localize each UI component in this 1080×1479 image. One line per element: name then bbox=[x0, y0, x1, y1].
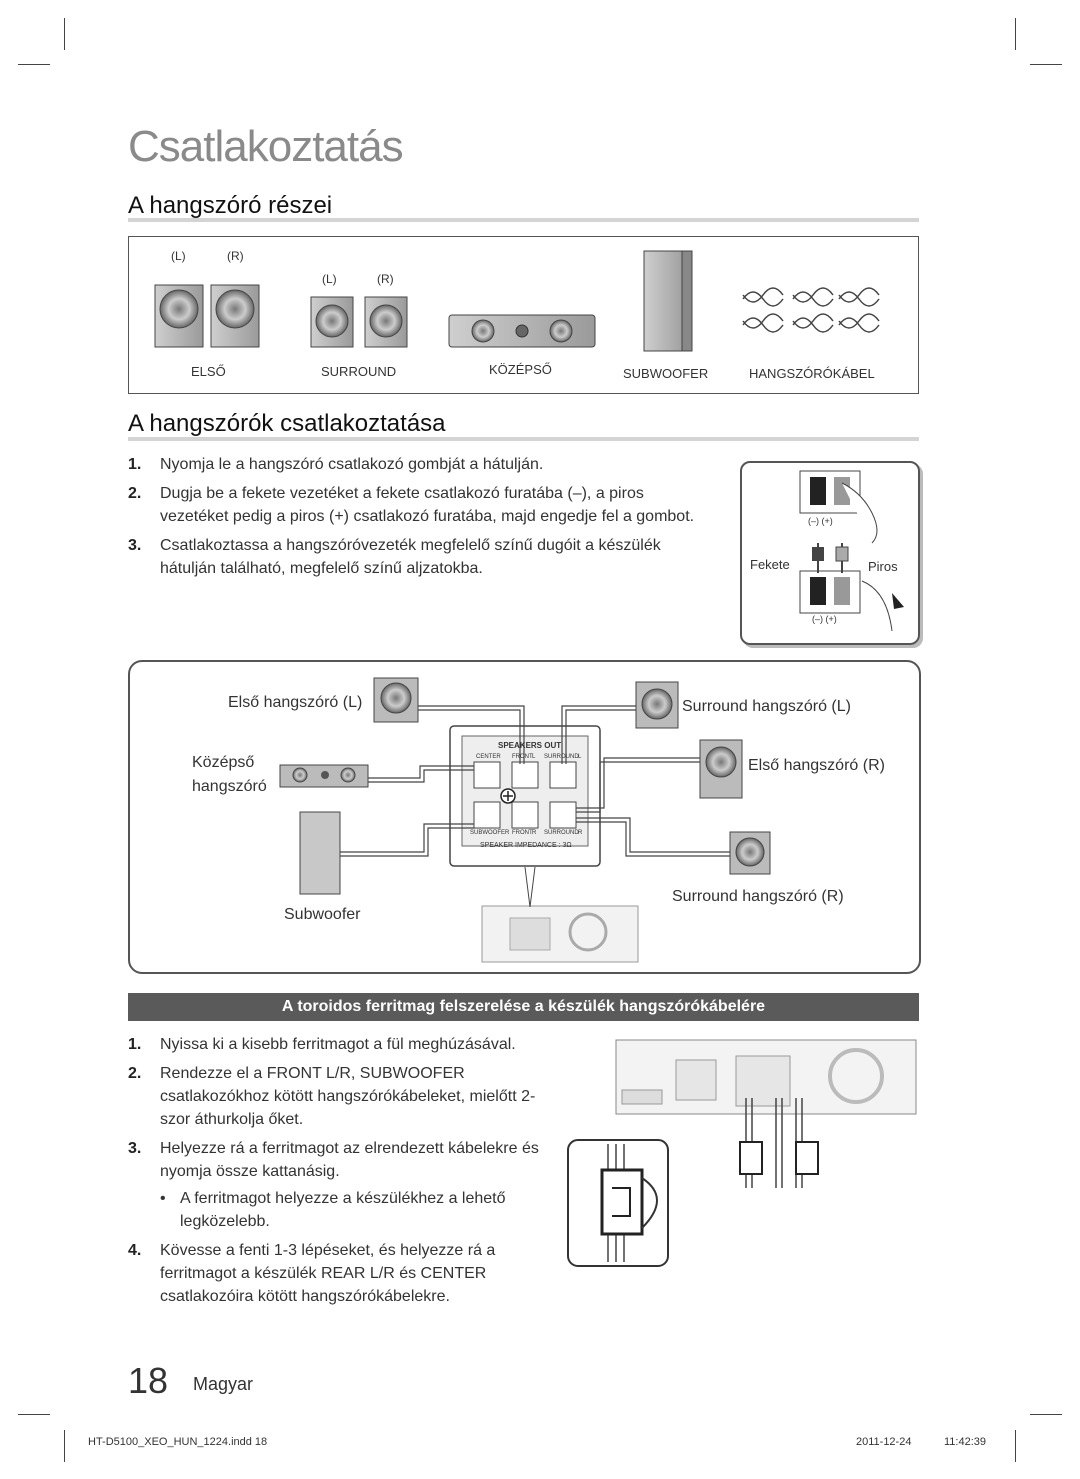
panel-surround-r: SURROUND bbox=[544, 830, 579, 836]
label-surround-r: Surround hangszóró (R) bbox=[672, 888, 844, 905]
panel-front-l: FRONT bbox=[512, 754, 533, 760]
footer-file: HT-D5100_XEO_HUN_1224.indd 18 bbox=[88, 1436, 268, 1448]
speaker-parts-illustration bbox=[154, 250, 880, 352]
center-speaker bbox=[448, 314, 596, 348]
crop-mark bbox=[1030, 1414, 1062, 1415]
label-red: Piros bbox=[868, 559, 898, 574]
section-heading-connect: A hangszórók csatlakoztatása bbox=[128, 410, 446, 437]
panel-surround-l-side: L bbox=[578, 754, 582, 760]
crop-mark bbox=[18, 1414, 50, 1415]
label-front-l: Első hangszóró (L) bbox=[228, 694, 363, 711]
crop-mark bbox=[1030, 64, 1062, 65]
crop-mark bbox=[18, 64, 50, 65]
section-heading-parts: A hangszóró részei bbox=[128, 192, 333, 219]
subwoofer bbox=[643, 250, 693, 352]
label-center-1: Középső bbox=[192, 754, 255, 771]
label-surround: SURROUND bbox=[321, 364, 397, 379]
label-surround-l: Surround hangszóró (L) bbox=[682, 698, 851, 715]
page-number: 18 bbox=[128, 1360, 169, 1401]
surround-speakers bbox=[310, 296, 408, 348]
crop-mark bbox=[1015, 1430, 1016, 1462]
front-l-mark: (L) bbox=[171, 249, 186, 263]
label-subwoofer: Subwoofer bbox=[284, 906, 361, 923]
ferrite-heading: A toroidos ferritmag felszerelése a kész… bbox=[128, 993, 919, 1021]
section-rule bbox=[128, 437, 919, 441]
speaker-parts-box: (L) (R) (L) (R) ELSŐ SURROUND KÖZÉPSŐ SU… bbox=[128, 236, 919, 394]
crop-mark bbox=[64, 18, 65, 50]
label-front: ELSŐ bbox=[191, 364, 226, 379]
surround-r-mark: (R) bbox=[377, 272, 394, 286]
label-center: KÖZÉPSŐ bbox=[489, 362, 552, 377]
step-item: 2.Dugja be a fekete vezetéket a fekete c… bbox=[128, 485, 695, 525]
speaker-cables bbox=[742, 287, 880, 333]
step-item: 3.Helyezze rá a ferritmagot az elrendeze… bbox=[128, 1137, 558, 1233]
panel-surround-l: SURROUND bbox=[544, 754, 579, 760]
crop-mark bbox=[64, 1430, 65, 1462]
step-item: 2.Rendezze el a FRONT L/R, SUBWOOFER csa… bbox=[128, 1065, 536, 1128]
panel-front-l-side: L bbox=[532, 754, 536, 760]
panel-front-r-side: R bbox=[532, 830, 537, 836]
panel-impedance: SPEAKER IMPEDANCE : 3Ω bbox=[480, 842, 572, 849]
footer-date: 2011-12-24 bbox=[856, 1436, 912, 1448]
label-front-r: Első hangszóró (R) bbox=[748, 757, 885, 774]
footer-time: 11:42:39 bbox=[944, 1436, 987, 1448]
wiring-diagram: Első hangszóró (L) Középső hangszóró Sub… bbox=[128, 660, 921, 974]
panel-surround-r-side: R bbox=[578, 830, 583, 836]
step-item: 3.Csatlakoztassa a hangszóróvezeték megf… bbox=[128, 537, 661, 577]
panel-front-r: FRONT bbox=[512, 830, 533, 836]
panel-subwoofer: SUBWOOFER bbox=[470, 830, 510, 836]
terminal-illustration: (–) (+) Fekete Piros (–) (+) bbox=[740, 461, 920, 645]
front-speakers bbox=[154, 284, 260, 348]
page-title: Csatlakoztatás bbox=[128, 122, 404, 171]
ferrite-steps: 1.Nyissa ki a kisebb ferritmagot a fül m… bbox=[128, 1033, 558, 1314]
label-subwoofer: SUBWOOFER bbox=[623, 366, 709, 381]
surround-l-mark: (L) bbox=[322, 272, 337, 286]
panel-center: CENTER bbox=[476, 754, 501, 760]
bullet-item: •A ferritmagot helyezze a készülékhez a … bbox=[160, 1190, 506, 1230]
step-item: 4.Kövesse a fenti 1-3 lépéseket, és hely… bbox=[128, 1242, 496, 1305]
label-cable: HANGSZÓRÓKÁBEL bbox=[749, 366, 875, 381]
page-language: Magyar bbox=[193, 1374, 254, 1394]
label-center-2: hangszóró bbox=[192, 778, 267, 795]
polarity-top: (–) (+) bbox=[808, 516, 833, 526]
ferrite-illustration bbox=[566, 1038, 918, 1278]
step-item: 1.Nyomja le a hangszóró csatlakozó gombj… bbox=[128, 456, 544, 473]
polarity-bottom: (–) (+) bbox=[812, 614, 837, 624]
section-rule bbox=[128, 218, 919, 222]
step-item: 1.Nyissa ki a kisebb ferritmagot a fül m… bbox=[128, 1036, 516, 1053]
label-black: Fekete bbox=[750, 557, 790, 572]
crop-mark bbox=[1015, 18, 1016, 50]
front-r-mark: (R) bbox=[227, 249, 244, 263]
panel-title: SPEAKERS OUT bbox=[498, 741, 562, 750]
connect-steps: 1.Nyomja le a hangszóró csatlakozó gombj… bbox=[128, 453, 698, 586]
